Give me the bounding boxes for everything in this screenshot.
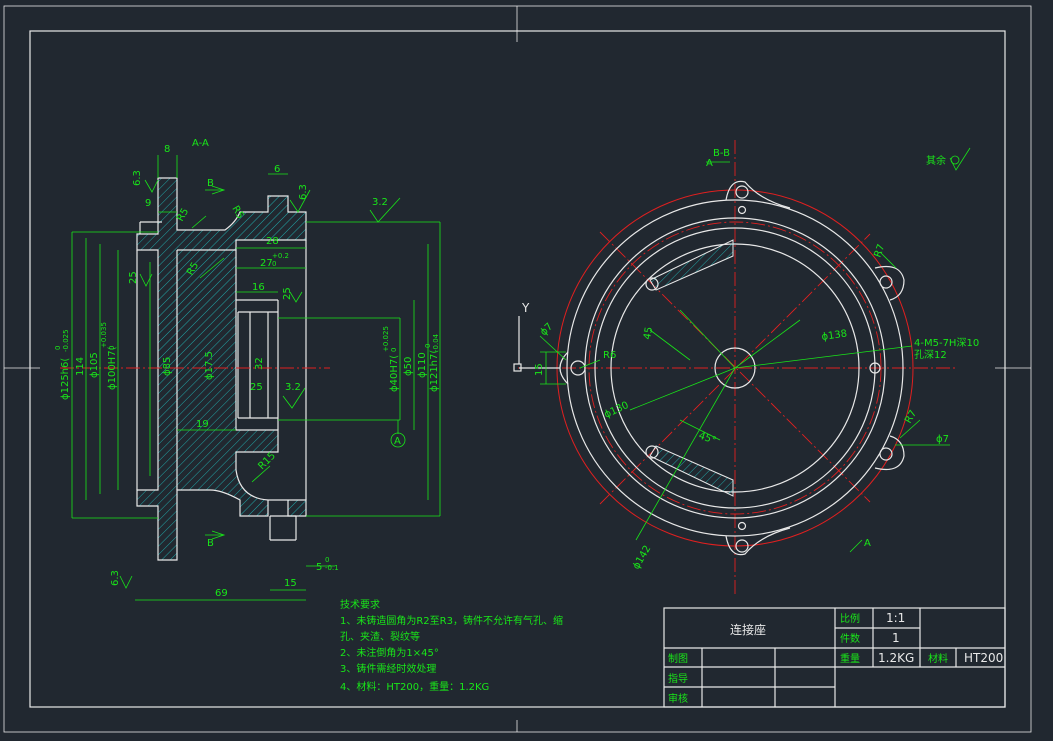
label-section-bb: B-B: [713, 148, 730, 159]
dim-d11: 16: [252, 282, 265, 293]
weight-value: 1.2KG: [878, 651, 914, 665]
label-cut-a-bottom: A: [864, 538, 871, 549]
dim-r8: 15: [534, 363, 545, 376]
dim-d9: 28: [266, 236, 279, 247]
dim-r2: 4-M5-7H深10: [914, 337, 979, 349]
guide-label: 指导: [668, 672, 688, 685]
dim-v8: ϕ110: [417, 352, 428, 378]
tech-note-4: 3、铸件需经时效处理: [340, 662, 436, 675]
tech-notes-title: 技术要求: [340, 598, 380, 611]
label-cut-b-top: B: [207, 178, 214, 189]
label-cut-a-top: A: [706, 158, 713, 169]
dim-r12: ϕ7: [936, 434, 949, 445]
dim-v4tol: +0.035: [100, 322, 108, 348]
tech-note-5: 4、材料：HT200，重量：1.2KG: [340, 680, 489, 693]
review-label: 审核: [668, 692, 688, 705]
dim-v3: ϕ105: [89, 352, 100, 378]
dim-v5: ϕ85: [162, 357, 173, 376]
dim-d16: 32: [254, 357, 265, 370]
dim-d21: 69: [215, 588, 228, 599]
dim-v9tol2: -0.04: [432, 333, 440, 352]
dim-v7: ϕ50: [403, 357, 414, 376]
dim-r5: 45: [642, 326, 655, 340]
dim-d24: 6.3: [110, 570, 121, 586]
dim-d22: 15: [284, 578, 297, 589]
dim-v6tol: +0.025: [382, 326, 390, 352]
material-label: 材料: [928, 652, 948, 665]
tech-note-2: 孔、夹渣、裂纹等: [340, 630, 420, 643]
slot-lower: [649, 445, 734, 497]
dim-v9tol: 0: [424, 344, 432, 348]
dim-v4: ϕ100H7(: [107, 346, 118, 390]
label-section-aa: A-A: [192, 138, 209, 149]
dim-d6: 6: [274, 164, 280, 175]
dim-r3: 孔深12: [914, 349, 947, 361]
drawing-frame: [3, 5, 1032, 733]
part-name: 连接座: [730, 622, 766, 637]
material-value: HT200: [964, 651, 1003, 665]
dim-d23tol2: -0.1: [325, 564, 339, 572]
dim-r4: ϕ138: [821, 329, 848, 343]
scale-label: 比例: [840, 612, 860, 625]
dim-r14: 其余: [926, 154, 946, 167]
dim-d14: 25: [128, 271, 139, 284]
label-cut-b-bottom: B: [207, 538, 214, 549]
dim-v1tol2: -0.025: [62, 329, 70, 352]
title-block: 连接座 比例 1:1 件数 1 重量 1.2KG 材料 HT200 制图 指导 …: [663, 607, 1006, 708]
dim-d10tol2: 0: [272, 260, 276, 268]
dim-d19: 19: [196, 419, 209, 430]
label-y-axis: Y: [521, 301, 530, 315]
dim-v1tol: 0: [54, 346, 62, 350]
slot-upper: [649, 239, 734, 291]
dim-d7: 6.3: [298, 184, 309, 200]
tech-note-1: 1、未铸造圆角为R2至R3，铸件不允许有气孔、缩: [340, 614, 563, 627]
dim-d8: 3.2: [372, 197, 388, 208]
qty-value: 1: [892, 631, 900, 645]
section-hatch-top: [136, 177, 307, 561]
dim-d18: 3.2: [285, 382, 301, 393]
technical-requirements: 技术要求 1、未铸造圆角为R2至R3，铸件不允许有气孔、缩 孔、夹渣、裂纹等 2…: [340, 598, 563, 693]
dim-d3: 9: [145, 198, 151, 209]
dim-r13: ϕ142: [631, 544, 653, 572]
dim-v9: ϕ121h7(: [429, 350, 440, 392]
dim-r10: 45°: [697, 430, 717, 446]
dim-v6tol2: 0: [390, 348, 398, 352]
datum-label: A: [394, 436, 401, 447]
weight-label: 重量: [840, 652, 860, 665]
dim-v4tol2: 0: [108, 346, 116, 350]
drawn-label: 制图: [668, 652, 688, 665]
right-dimension-lines: [539, 147, 971, 553]
dim-d23: 5: [316, 562, 322, 573]
dim-d10: 27: [260, 258, 273, 269]
tech-note-3: 2、未注倒角为1×45°: [340, 646, 439, 659]
right-dimension-texts: B-B A A Y 其余 R7 4-M5-7H深10 孔深12 ϕ138 45 …: [521, 148, 979, 572]
dim-d17: ϕ17.5: [204, 351, 215, 380]
dim-d23tol: 0: [325, 556, 329, 564]
dim-d15: 25: [250, 382, 263, 393]
dim-d12: 25: [282, 287, 293, 300]
dim-d1: 8: [164, 144, 170, 155]
dim-r1: R7: [872, 243, 887, 259]
left-dimension-texts: A-A B B A 8 6.3 9 R5 R5 6 6.3 3.2 28 27 …: [54, 138, 440, 599]
dim-v1: ϕ125h6(: [60, 358, 71, 400]
dim-v6: ϕ40H7(: [389, 355, 400, 392]
dim-v2: 114: [75, 357, 86, 376]
dim-r7: ϕ7: [538, 321, 555, 338]
dim-d20: R15: [256, 450, 278, 472]
scale-value: 1:1: [886, 611, 905, 625]
section-view-aa: [60, 177, 330, 561]
dim-r6: R6: [603, 350, 616, 361]
qty-label: 件数: [840, 632, 860, 645]
dim-d2: 6.3: [132, 170, 143, 186]
dim-d10tol: +0.2: [272, 252, 289, 260]
left-dimension-lines: [71, 155, 441, 601]
